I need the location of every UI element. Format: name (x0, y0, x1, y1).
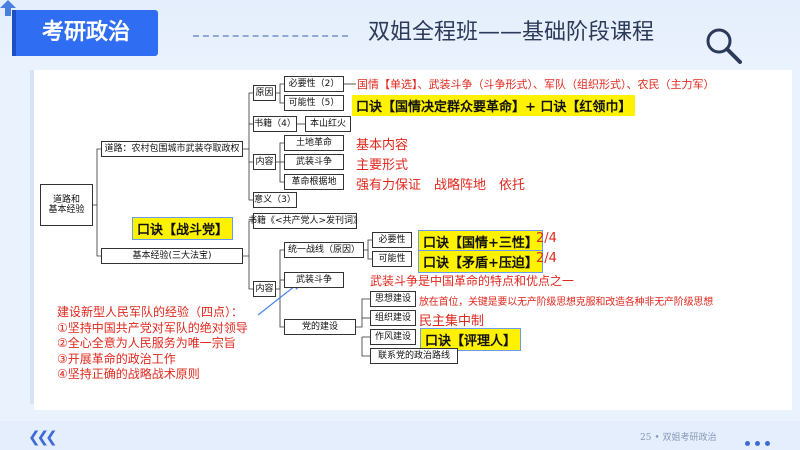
book-name-node: 本山红火 (305, 116, 351, 132)
dot-icon (755, 441, 760, 446)
brand-accent-bar (12, 10, 16, 56)
uf-necessity-node: 必要性 (372, 232, 412, 248)
political-line-node: 联系党的政治路线 (370, 348, 458, 364)
army-experience-item: ②全心全意为人民服务为唯一宗旨 (57, 336, 236, 350)
up-arrow-icon (0, 0, 16, 16)
content-node: 内容 (253, 154, 276, 170)
course-title: 双姐全程班——基础阶段课程 (368, 20, 655, 45)
uf-possibility-node: 可能性 (372, 251, 412, 267)
root-node: 道路和 基本经验 (40, 184, 93, 226)
content-2-node: 内容 (253, 281, 276, 297)
armed-struggle-node: 武装斗争 (284, 154, 344, 170)
army-experience-heading: 建设新型人民军队的经验（四点）： (57, 305, 244, 319)
base-note: 强有力保证 战略阵地 依托 (356, 178, 526, 193)
org-building-node: 组织建设 (370, 310, 416, 326)
origin-node: 原因 (253, 85, 276, 101)
panel-shadow (30, 70, 34, 404)
footer-bar (0, 421, 800, 450)
koujue-highlight-1: 口诀【国情决定群众要革命】+ 口诀【红领巾】 (352, 95, 636, 116)
dot-icon (745, 441, 750, 446)
book-node: 书籍（4） (253, 116, 297, 132)
army-experience-list: 建设新型人民军队的经验（四点）： ①坚持中国共产党对军队的绝对领导 ②全心全意为… (57, 305, 248, 383)
party-building-node: 党的建设 (284, 319, 356, 335)
land-revolution-node: 土地革命 (284, 135, 344, 151)
army-experience-item: ①坚持中国共产党对军队的绝对领导 (57, 320, 248, 335)
koujue-uf2-highlight: 口诀【矛盾+压迫】 (418, 250, 543, 273)
armed-struggle-2-node: 武装斗争 (284, 272, 344, 288)
road-node: 道路：农村包围城市武装夺取政权 (101, 141, 243, 157)
united-front-node: 统一战线（原因） (284, 242, 364, 258)
koujue-style-highlight: 口诀【评理人】 (420, 328, 522, 351)
basic-experience-node: 基本经验(三大法宝) (101, 248, 243, 264)
pagination-dots (745, 431, 775, 450)
army-experience-item: ④坚持正确的战略战术原则 (57, 367, 200, 381)
dot-icon (765, 441, 770, 446)
uf2-count: 2/4 (536, 251, 557, 266)
necessity-text: 国情【单选】、武装斗争（斗争形式）、军队（组织形式）、农民（主力军） (357, 78, 715, 91)
chevron-left-icon[interactable]: ❮❮❮ (28, 428, 58, 446)
koujue-party-highlight: 口诀【战斗党】 (132, 217, 234, 240)
armed-note: 主要形式 (356, 158, 409, 173)
style-building-node: 作风建设 (370, 329, 416, 345)
decorative-dash-line (193, 35, 348, 37)
search-icon (706, 28, 742, 64)
armed-2-note: 武装斗争是中国革命的特点和优点之一 (370, 274, 575, 288)
necessity-node: 必要性（2） (284, 76, 344, 92)
army-experience-item: ③开展革命的政治工作 (57, 351, 176, 366)
org-note: 民主集中制 (419, 314, 485, 329)
revolutionary-base-node: 革命根据地 (284, 174, 344, 190)
book-2-node: 书籍《<共产党人>发刊词》 (248, 213, 362, 229)
uf1-count: 2/4 (536, 231, 557, 246)
meaning-node: 意义（3） (253, 192, 297, 208)
thought-note: 放在首位，关键是要以无产阶级思想克服和改造各种非无产阶级思想 (419, 297, 713, 308)
footer-page-label: 25 • 双姐考研政治 (640, 433, 717, 443)
thought-building-node: 思想建设 (370, 291, 416, 307)
brand-badge: 考研政治 (12, 10, 158, 56)
possibility-node: 可能性（5） (284, 95, 344, 111)
brand-title: 考研政治 (41, 20, 130, 45)
land-note: 基本内容 (356, 138, 409, 153)
